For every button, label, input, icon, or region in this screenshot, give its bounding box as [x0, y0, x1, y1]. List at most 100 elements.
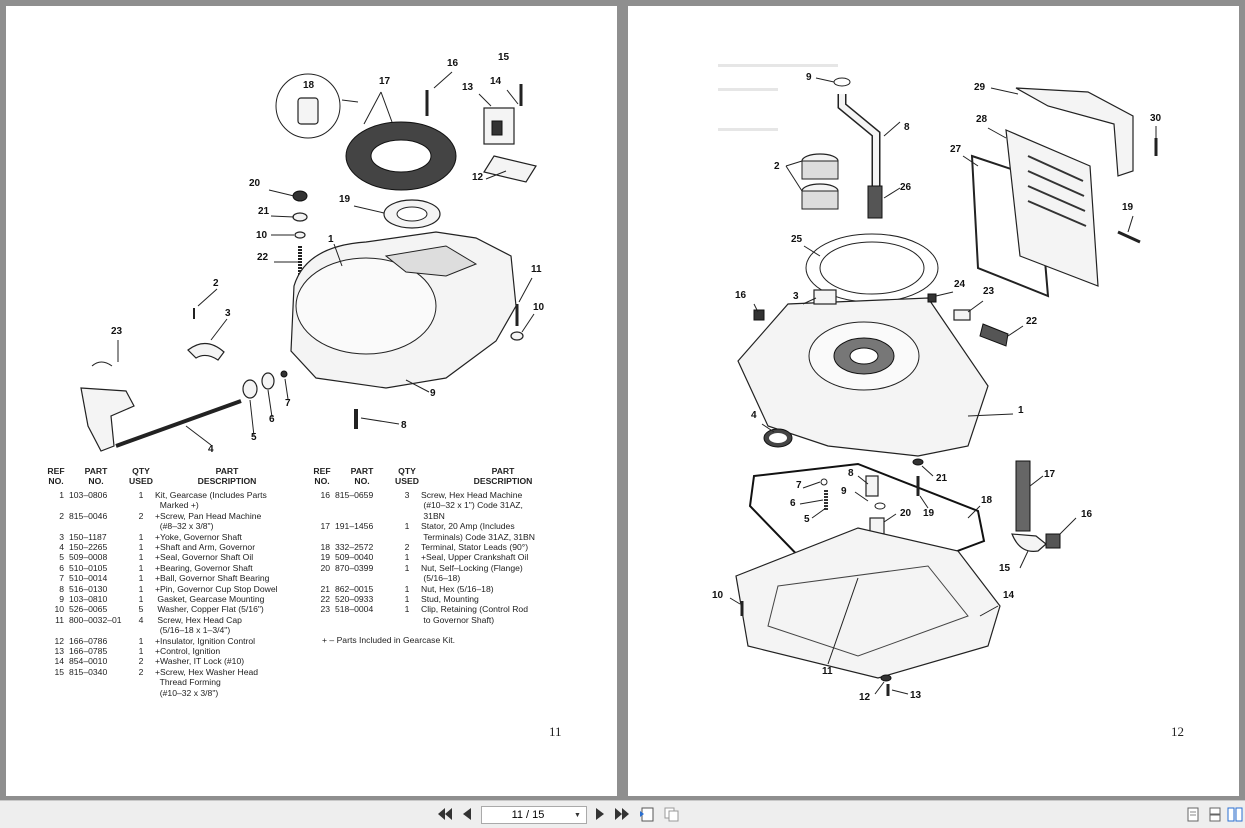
- callout-7: 7: [796, 480, 802, 491]
- part-number-cell: 150–1187: [69, 531, 107, 542]
- callout-13: 13: [462, 82, 474, 93]
- part-number-cell: 509–0008: [69, 552, 108, 563]
- callout-2: 2: [774, 161, 780, 172]
- callout-8a: 8: [904, 122, 910, 133]
- ref-cell: 16: [320, 490, 330, 500]
- page-indicator: 11 / 15: [511, 809, 545, 821]
- description-cell: Stator, 20 Amp (Includes Terminals) Code…: [421, 521, 535, 542]
- part-number-cell: 815–0659: [335, 490, 374, 500]
- part-number-cell: 815–0340: [69, 666, 108, 677]
- ref-cell: 23: [320, 604, 330, 615]
- ref-cell: 15: [54, 666, 64, 677]
- qty-cell: 2: [404, 541, 410, 552]
- part-number-cell: 862–0015: [335, 583, 374, 594]
- part-number-cell: 191–1456: [335, 521, 374, 532]
- part-number-cell: 800–0032–01: [69, 614, 122, 625]
- callout-8b: 8: [848, 468, 854, 479]
- callout-22: 22: [257, 252, 269, 263]
- callout-11: 11: [822, 666, 833, 677]
- callout-27: 27: [950, 144, 962, 155]
- ref-cell: 11: [55, 614, 64, 625]
- qty-cell: 1: [138, 541, 144, 552]
- description-cell: Nut, Hex (5/16–18): [421, 583, 494, 594]
- table-row: 16 815–0659 3 Screw, Hex Head Machine (#10–…: [308, 490, 588, 521]
- callout-11: 11: [531, 264, 542, 275]
- footnote: + – Parts Included in Gearcase Kit.: [322, 635, 456, 646]
- callout-17: 17: [1044, 469, 1056, 480]
- table-row: 15 815–0340 2 +Screw, Hex Washer Head Threa…: [42, 667, 322, 698]
- callout-9: 9: [430, 388, 436, 399]
- callout-23: 23: [111, 326, 123, 337]
- callout-16b: 16: [1081, 509, 1093, 520]
- ref-cell: 22: [320, 593, 330, 604]
- crankcase-exploded-diagram: 1 2 3 4 5 6 7 8 8 9 9 10 11 12 13 14 15 …: [712, 64, 1162, 703]
- qty-cell: 1: [138, 593, 144, 604]
- qty-cell: 2: [138, 510, 144, 521]
- fit-width-icon[interactable]: [662, 805, 680, 823]
- description-cell: +Bearing, Governor Shaft: [155, 562, 253, 573]
- part-number-cell: 509–0040: [335, 552, 374, 563]
- callout-8: 8: [401, 420, 407, 431]
- qty-cell: 1: [404, 552, 410, 563]
- callout-19: 19: [339, 194, 351, 205]
- description-cell: +Seal, Upper Crankshaft Oil: [421, 552, 529, 563]
- chevron-down-icon: ▼: [574, 811, 581, 819]
- last-page-icon[interactable]: [613, 805, 631, 823]
- fit-page-icon[interactable]: [638, 805, 656, 823]
- qty-cell: 1: [138, 562, 144, 573]
- callout-4: 4: [751, 410, 757, 421]
- description-cell: Clip, Retaining (Control Rod to Governor…: [421, 604, 528, 625]
- callout-12: 12: [472, 172, 484, 183]
- description-cell: Nut, Self–Locking (Flange) (5/16–18): [421, 562, 523, 584]
- description-cell: +Shaft and Arm, Governor: [155, 541, 256, 552]
- qty-cell: 2: [138, 666, 144, 677]
- description-cell: Stud, Mounting: [421, 593, 479, 604]
- header-description: PART DESCRIPTION: [197, 466, 257, 486]
- callout-19b: 19: [923, 508, 935, 519]
- description-cell: Kit, Gearcase (Includes Parts Marked +): [155, 490, 267, 511]
- header-ref: REF NO.: [313, 466, 331, 486]
- callout-5: 5: [251, 432, 257, 443]
- continuous-page-icon[interactable]: [1206, 805, 1224, 823]
- next-page-icon[interactable]: [591, 805, 609, 823]
- ref-cell: 2: [59, 510, 64, 521]
- description-cell: +Screw, Pan Head Machine (#8–32 x 3/8"): [155, 510, 262, 532]
- callout-10a: 10: [256, 230, 268, 241]
- callout-13: 13: [910, 690, 922, 701]
- description-cell: Terminal, Stator Leads (90°): [421, 541, 529, 552]
- qty-cell: 1: [138, 583, 144, 594]
- callout-29: 29: [974, 82, 986, 93]
- callout-3: 3: [793, 291, 799, 302]
- part-number-cell: 854–0010: [69, 656, 108, 667]
- callout-20: 20: [900, 508, 912, 519]
- qty-cell: 1: [404, 604, 410, 615]
- part-number-cell: 526–0065: [69, 604, 108, 615]
- header-qty: QTY USED: [129, 466, 153, 486]
- document-page-right: 1 2 3 4 5 6 7 8 8 9 9 10 11 12 13 14 15 …: [628, 6, 1239, 796]
- ref-cell: 5: [59, 552, 64, 563]
- description-cell: +Insulator, Ignition Control: [155, 635, 256, 646]
- prev-page-icon[interactable]: [458, 805, 476, 823]
- callout-2: 2: [213, 278, 219, 289]
- ref-cell: 1: [59, 490, 64, 500]
- single-page-icon[interactable]: [1184, 805, 1202, 823]
- two-page-icon[interactable]: [1226, 805, 1244, 823]
- qty-cell: 3: [404, 490, 410, 500]
- part-number-cell: 870–0399: [335, 562, 374, 573]
- part-number-cell: 166–0785: [69, 645, 108, 656]
- description-cell: +Screw, Hex Washer Head Thread Forming (…: [155, 666, 259, 698]
- description-cell: Screw, Hex Head Machine (#10–32 x 1") Co…: [421, 490, 523, 521]
- first-page-icon[interactable]: [436, 805, 454, 823]
- page-number-select[interactable]: 11 / 15 ▼: [481, 806, 587, 824]
